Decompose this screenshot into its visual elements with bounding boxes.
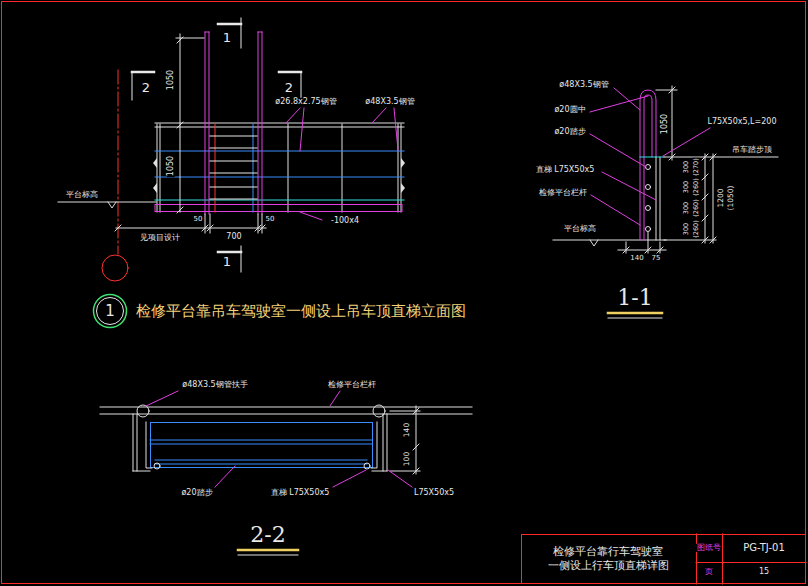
dimension: 1200 [717,187,725,208]
dimension: 300 [683,160,690,174]
part-note: ø20圆中 [553,106,586,114]
dimension: 300 [683,180,690,194]
view-title: 1 检修平台靠吊车驾驶室一侧设上吊车顶直梯立面图 [92,293,470,329]
dimension: 300 [683,201,690,215]
part-note: 检修平台栏杆 [538,189,588,197]
section-caption: 2-2 [249,523,286,546]
dimension: 140 [403,422,411,438]
part-note: ø26.8x2.75钢管 [274,98,337,106]
title-block-name: 检修平台靠行车驾驶室 一侧设上行车顶直梯详图 [532,545,684,574]
part-note: ø48X3.5钢管扶手 [181,381,248,389]
title-block-cell: 图纸号 [696,544,722,552]
title-block-cell: 页 [704,568,714,576]
dimension: (260) [693,219,700,238]
section-mark: 2 [284,81,294,95]
dimension: (1050) [727,185,735,212]
dimension: 300 [683,222,690,236]
dimension: 1050 [167,69,175,91]
dimension: (270) [693,157,700,176]
dimension: 50 [265,216,276,223]
dimension: (260) [693,177,700,196]
dimension: 75 [651,255,662,262]
dimension: 700 [225,233,242,241]
part-note: L75X50x5,L=200 [706,118,777,126]
view-title-text: 检修平台靠吊车驾驶室一侧设上吊车顶直梯立面图 [136,304,466,319]
part-note: ø20踏步 [553,128,586,136]
title-block-cell: PG-TJ-01 [742,543,786,554]
view-number: 1 [105,304,115,319]
part-note: 直梯 L75X50x5 [535,166,596,174]
dimension-note: 见项目设计 [139,234,181,242]
dimension: 100 [403,451,411,467]
dimension: 50 [193,216,204,223]
level-note: 平台标高 [563,225,597,233]
part-note: -100x4 [330,217,360,225]
title-block-cell: 15 [758,568,770,576]
part-note: ø48X3.5钢管 [364,98,415,106]
part-note: 检修平台栏杆 [327,381,377,389]
section-mark: 1 [222,255,232,269]
section-caption: 1-1 [616,286,653,309]
dimension: 140 [629,255,644,262]
part-note: ø48X3.5钢管 [558,81,609,89]
part-note: ø20踏步 [180,489,213,497]
part-note: L75X50x5 [413,489,455,497]
dimension: 1050 [661,113,669,135]
dimension: (260) [693,198,700,217]
level-note: 吊车踏步顶 [731,146,773,154]
section-mark: 1 [222,31,232,45]
dimension: 1050 [167,155,175,177]
part-note: 直梯 L75X50x5 [270,489,331,497]
section-mark: 2 [141,81,151,95]
level-note: 平台标高 [65,191,99,199]
